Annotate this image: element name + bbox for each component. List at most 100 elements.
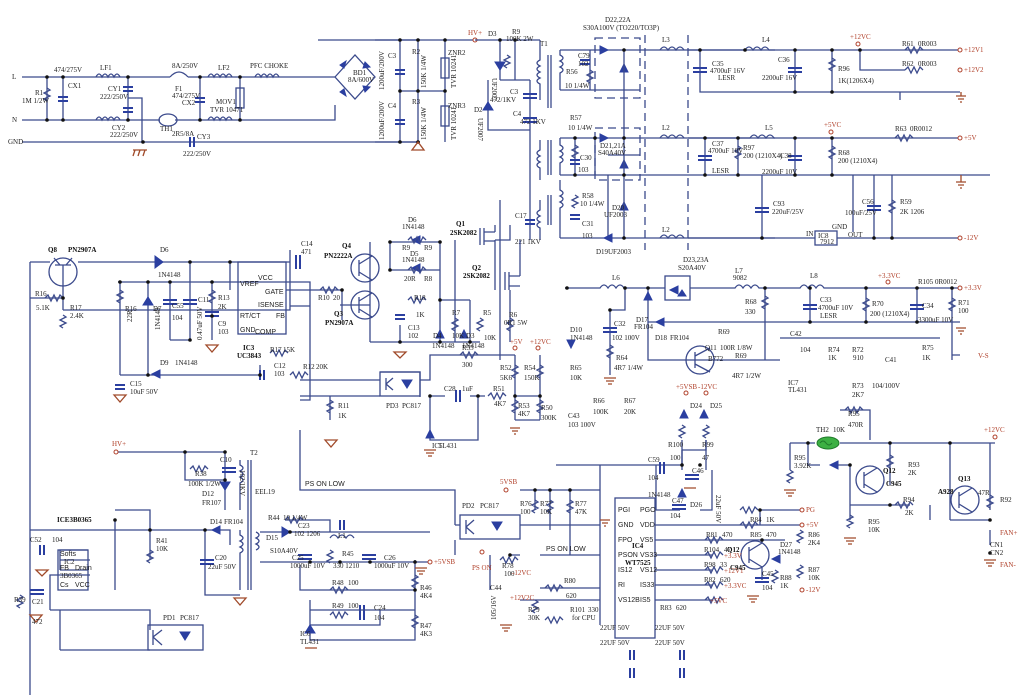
r59-value: 2K 1206 xyxy=(900,208,925,216)
c35-value: 4700uF 16V xyxy=(710,67,745,75)
fuse-ref: F1 xyxy=(175,85,183,93)
r95-value: 470R xyxy=(848,421,864,429)
l2-ref: L2 xyxy=(662,124,670,132)
r76-value: 100 xyxy=(520,508,531,516)
c46-value: 22uF 50V xyxy=(714,495,722,523)
c47-ref: C47 xyxy=(672,497,684,505)
cy2-value: 222/250V xyxy=(110,131,138,139)
r17b-value: 15K xyxy=(283,346,295,354)
r64-value: 4R7 1/4W xyxy=(614,364,643,372)
r93-value: 2K xyxy=(908,469,917,477)
pd3-value: PC817 xyxy=(402,402,422,410)
r95b-ref: R95 xyxy=(794,454,806,462)
pd2-value: PC817 xyxy=(480,502,500,510)
r52-ref: R52 xyxy=(500,364,512,372)
sup-out-3v3: +3.3V xyxy=(724,552,742,560)
c4b-value: 472 1KV xyxy=(520,118,546,126)
c38-value: 2200uF 10V xyxy=(762,168,797,176)
r9b-ref2: R9 xyxy=(424,244,433,252)
r41-value: 10K xyxy=(156,545,168,553)
ps-on-low-label: PS ON LOW xyxy=(305,481,345,488)
r95c-ref: R95 xyxy=(868,518,880,526)
c59-ref: C59 xyxy=(648,456,660,464)
r65-ref: R65 xyxy=(570,364,582,372)
c35-ref: C35 xyxy=(712,60,724,68)
ic4-pin-is5: IS5 xyxy=(640,597,651,604)
r48-ref: R48 xyxy=(332,579,344,587)
d23-ref: D23,23A xyxy=(683,256,709,264)
sup-out-5vc: +5VC xyxy=(710,597,728,605)
r100-ref: R100 xyxy=(668,441,684,449)
c41-ref: C41 xyxy=(885,356,897,364)
r101-ref: R101 xyxy=(570,606,586,614)
ic3-pin-gnd: GND xyxy=(240,327,256,334)
ic2-pin-vcc: VCC xyxy=(75,582,90,589)
lf2-ref: LF2 xyxy=(218,64,230,72)
r5-value: 10K xyxy=(484,334,496,342)
ic8-pin-in: IN xyxy=(806,230,813,238)
l6-ref: L6 xyxy=(612,274,620,282)
ic4-pin-vs5: VS5 xyxy=(640,537,653,544)
cy3-ref: CY3 xyxy=(197,133,211,141)
ic2-value: 3B0365 xyxy=(60,572,83,580)
r12-ref: R12 xyxy=(303,363,315,371)
r39-ref: R39 xyxy=(14,596,26,604)
t2-ref: T2 xyxy=(250,449,258,457)
q3-ref: Q3 xyxy=(334,310,343,318)
d3-value: UF2007 xyxy=(490,78,498,101)
feedback-section: PD3 PC817 R55 300 C28 1uF R51 4K7 IC5 TL… xyxy=(300,338,557,457)
r75-ref: R75 xyxy=(922,344,934,352)
q4-ref: Q4 xyxy=(342,242,351,250)
cap-22uf-2: 22UF 50V xyxy=(600,639,630,647)
r100-value: 100 xyxy=(670,454,681,462)
net-neg12vc-2: +5VSB xyxy=(676,383,697,391)
r67-ref: R67 xyxy=(624,397,636,405)
t2-value: EEL19 xyxy=(255,488,275,496)
r77a-value: 10K xyxy=(540,508,552,516)
r95c-value: 10K xyxy=(868,526,880,534)
ic4-value: WT7525 xyxy=(625,559,651,567)
d24-ref: D24 xyxy=(690,402,703,410)
d22-ref: D22,22A xyxy=(605,16,631,24)
r10-value: 20 xyxy=(333,294,341,302)
r2-value: 150K 1/4W xyxy=(420,55,428,88)
r7-value: 10K xyxy=(452,332,464,340)
c32-value: 102 100V xyxy=(612,334,640,342)
c26-value: 1000uF 10V xyxy=(374,562,409,570)
r98-ref: R98 xyxy=(704,561,716,569)
cy2-ref: CY2 xyxy=(112,124,126,132)
primary-controller: Q8 PN2907A R16 5.1K R17 2.4K D6 1N4148 R… xyxy=(29,240,350,695)
rail-12v: C35 4700uF 16V LESR L4 C36 2200uF 16V R9… xyxy=(688,33,984,103)
net-5vsb-label: 5VSB xyxy=(500,478,517,486)
c45-value: 104 xyxy=(762,584,773,592)
r69b-ref: R69 xyxy=(735,352,747,360)
th2-ref: TH2 xyxy=(816,426,829,434)
c33-note: LESR xyxy=(820,312,837,320)
main-transformer-section: D3 UF2007 R9 100K 2W T1 C3 472/1KV C4 47… xyxy=(474,16,990,360)
c25-ref: C25 xyxy=(292,554,304,562)
r70-ref: R70 xyxy=(872,300,884,308)
d12-value: FR107 xyxy=(202,499,222,507)
r2-ref: R2 xyxy=(412,48,421,56)
cx2-ref: CX2 xyxy=(182,99,196,107)
ic8-pin-out: OUT xyxy=(848,231,863,239)
c21-value: 472 xyxy=(32,618,43,626)
c43-value: 103 100V xyxy=(568,421,596,429)
c56-ref: C56 xyxy=(862,198,874,206)
d9-ref: D9 xyxy=(160,359,169,367)
r87-ref: R87 xyxy=(808,566,820,574)
r80-ref: R80 xyxy=(564,577,576,585)
ic4-ref: IC4 xyxy=(632,542,644,550)
r104-ref: R104 xyxy=(704,546,720,554)
r8-value: 20R xyxy=(404,275,416,283)
ic8-value: 7912 xyxy=(820,238,835,246)
r53-value: 4K7 xyxy=(518,410,531,418)
c20-value: 22uF 50V xyxy=(208,563,236,571)
t1-ref: T1 xyxy=(540,40,548,48)
r44-ref: R44 xyxy=(268,514,280,522)
cap-22uf-3: 22UF 50V xyxy=(655,624,685,632)
pd3-ref: PD3 xyxy=(386,402,399,410)
ic4-pin-vdd: VDD xyxy=(640,522,655,529)
hv-standby-label: HV+ xyxy=(112,440,126,448)
ic2-ref: IC2 xyxy=(64,558,75,566)
